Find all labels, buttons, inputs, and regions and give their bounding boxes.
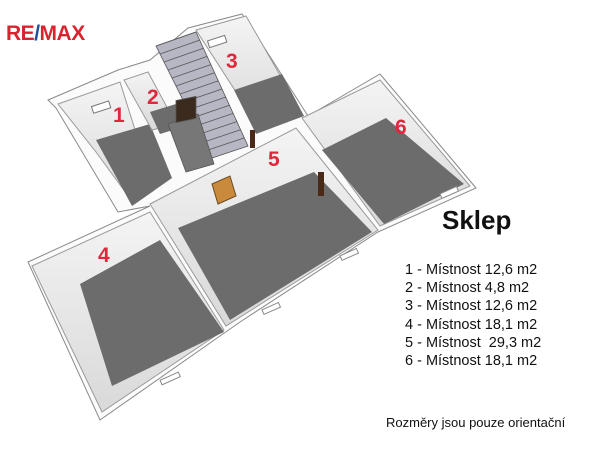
floor-title: Sklep — [442, 205, 512, 235]
room-1-label: 1 — [113, 104, 125, 127]
remax-logo: RE/MAX — [6, 22, 85, 46]
stair-step — [203, 129, 241, 143]
room-2-label: 2 — [147, 86, 159, 109]
room-4-label: 4 — [98, 244, 110, 267]
stair-step — [179, 80, 219, 95]
room-4 — [31, 211, 225, 413]
room-6 — [301, 79, 471, 227]
logo-left: RE — [6, 22, 35, 45]
stair-step — [167, 56, 208, 71]
legend-item: 6 - Místnost 18,1 m2 — [405, 353, 538, 370]
room-labels: 1 2 3 4 5 6 — [98, 50, 407, 267]
room-5 — [149, 127, 379, 327]
staircase — [155, 31, 249, 173]
window-slits — [159, 185, 460, 386]
legend-item: 4 - Místnost 18,1 m2 — [405, 316, 538, 333]
stair-step — [195, 113, 234, 127]
stair-step — [171, 64, 211, 79]
legend-item: 2 - Místnost 4,8 m2 — [405, 280, 530, 297]
stair-step — [163, 47, 204, 63]
room-legend: 1 - Místnost 12,6 m2 2 - Místnost 4,8 m2… — [405, 261, 541, 370]
stair-step — [207, 137, 245, 151]
legend-item: 3 - Místnost 12,6 m2 — [405, 298, 538, 315]
stair-step — [159, 39, 200, 55]
legend-item: 5 - Místnost 29,3 m2 — [405, 334, 542, 351]
room-3 — [195, 15, 304, 134]
dimensions-note: Rozměry jsou pouze orientační — [386, 415, 566, 430]
stair-step — [155, 31, 197, 47]
room-5-label: 5 — [268, 148, 280, 171]
legend-item: 1 - Místnost 12,6 m2 — [405, 262, 538, 278]
room-3-label: 3 — [226, 50, 238, 73]
stair-step — [175, 72, 215, 87]
room-1 — [57, 81, 172, 206]
logo-right: MAX — [39, 22, 86, 45]
logo-slash: / — [34, 22, 40, 45]
room-6-label: 6 — [395, 116, 407, 139]
stair-step — [199, 121, 237, 135]
